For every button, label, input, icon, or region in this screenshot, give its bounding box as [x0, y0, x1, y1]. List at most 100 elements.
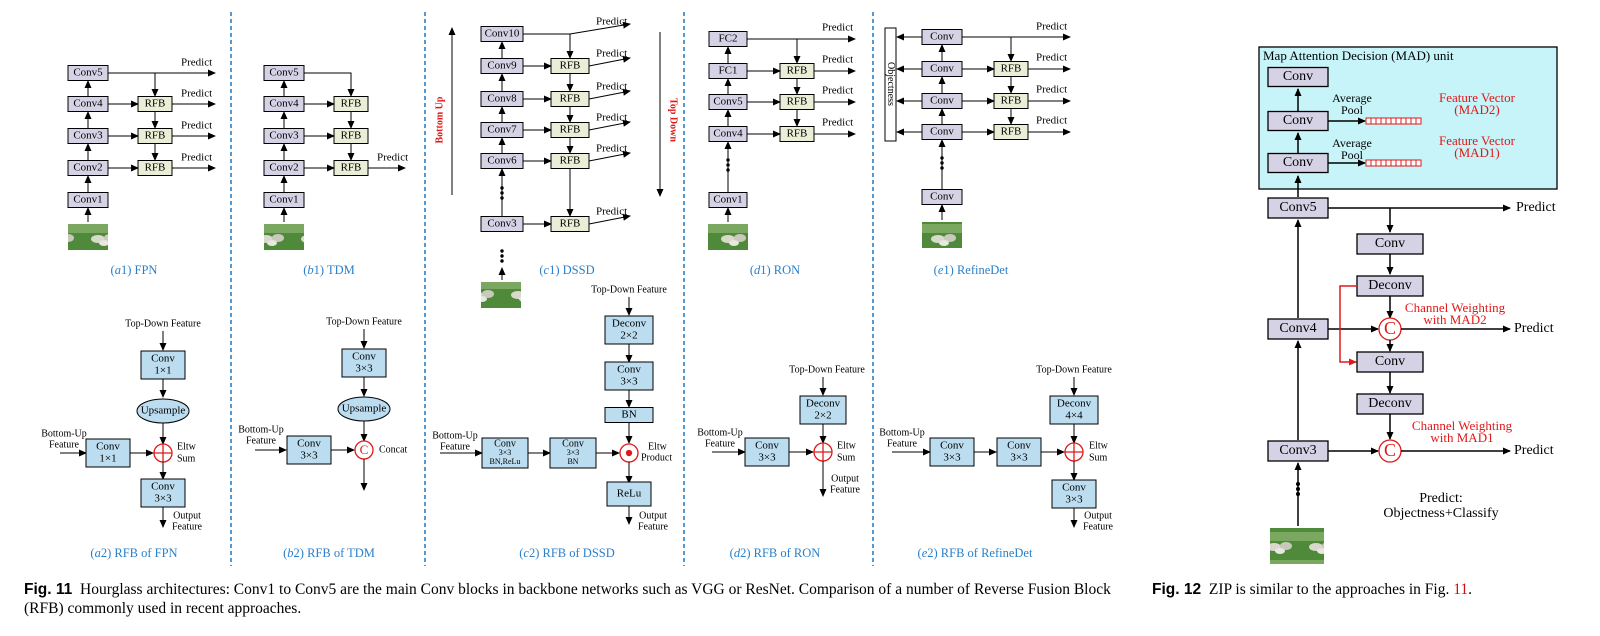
zip-conv5: Conv5	[1267, 197, 1329, 219]
fpn-rfb-conv-top-text-1: Conv	[151, 353, 175, 365]
dssd-rfb-conv: Conv3×3	[604, 361, 654, 391]
tdm-rfb-3-text-1: RFB	[341, 162, 362, 174]
refinedet-rfb-top-down: Top-Down Feature	[1036, 364, 1112, 375]
dssd-caption-part: )	[555, 263, 559, 277]
tdm-conv-3: Conv3	[263, 128, 305, 144]
fpn-rfb-caption-part: 2	[101, 546, 107, 560]
zip-conv4-text-1: Conv4	[1279, 321, 1316, 336]
zip-conv-b: Conv	[1356, 351, 1424, 373]
refinedet-rfb-caption-part: (	[918, 546, 922, 560]
tdm-rfb-conv-left-text-1: Conv	[297, 438, 321, 450]
dssd-rfb-bu-2: Feature	[440, 441, 471, 452]
ron-rfb-1-text-1: RFB	[787, 65, 808, 77]
fpn-predict-3: Predict	[181, 120, 212, 132]
dssd-rfb-out-1: Output	[639, 510, 667, 521]
dssd-conv-6: Conv3	[480, 216, 524, 232]
ron-conv-5: Conv1	[708, 192, 748, 208]
mad-avg-l2-1: Pool	[1341, 148, 1364, 162]
dssd-predict-6: Predict	[596, 206, 627, 218]
dssd-pred-1	[569, 21, 631, 35]
ron-rfb-caption-part: (	[730, 546, 734, 560]
fig12-caption-ref: 11	[1453, 581, 1469, 598]
dssd-conv-6-text-1: Conv3	[487, 218, 517, 230]
fpn-rfb-caption: (a2) RFB of FPN	[90, 546, 177, 560]
ron-conv-4-text-1: Conv4	[713, 128, 743, 140]
ron-rfb-conv-text-1: Conv	[755, 440, 779, 452]
ron-predict-4: Predict	[822, 117, 853, 129]
fpn-rfb-eltw-sum	[153, 443, 173, 463]
fpn-conv-2-text-1: Conv4	[73, 98, 103, 110]
tdm-conv-2: Conv4	[263, 96, 305, 112]
tdm-conv-4: Conv2	[263, 160, 305, 176]
dssd-rfb-out-2: Feature	[638, 521, 669, 532]
refinedet-conv-2-text-1: Conv	[930, 63, 954, 75]
refinedet-rfb-op-1: Eltw	[1089, 440, 1109, 451]
tdm-caption-part: )	[320, 263, 324, 277]
dssd-rfb-4: RFB	[550, 153, 590, 169]
ron-rfb-op-1: Eltw	[837, 440, 857, 451]
zip-conv-a-text-1: Conv	[1375, 236, 1405, 251]
zip-predict-1: Predict	[1516, 200, 1556, 215]
dssd-conv-2: Conv9	[480, 58, 524, 74]
dssd-caption-part: c	[544, 263, 550, 277]
dssd-rfb-bn-text-1: BN	[621, 409, 636, 421]
tdm-caption-part: (	[303, 263, 307, 277]
fpn-conv-5: Conv1	[67, 192, 109, 208]
refinedet-rfb-conv-a: Conv3×3	[929, 437, 975, 467]
dssd-rfb-conv-a-text-2: 3×3	[499, 448, 512, 457]
mad-unit-title: Map Attention Decision (MAD) unit	[1263, 48, 1454, 63]
ron-rfb-bu-2: Feature	[705, 438, 736, 449]
tdm-caption-part: TDM	[324, 263, 355, 277]
ron-conv-3: Conv5	[708, 94, 748, 110]
dssd-rfb-2-text-1: RFB	[560, 93, 581, 105]
tdm-rfb-caption-part: b	[287, 546, 293, 560]
fpn-rfb-top-down: Top-Down Feature	[125, 318, 201, 329]
fig11-caption-text: Hourglass architectures: Conv1 to Conv5 …	[24, 581, 1111, 617]
refinedet-conv-1: Conv	[921, 29, 963, 45]
refinedet-rfb-conv-out-text-1: Conv	[1062, 482, 1086, 494]
fpn-caption-part: FPN	[131, 263, 157, 277]
zip-conv3-text-1: Conv3	[1279, 443, 1316, 458]
dssd-pred-3	[588, 88, 631, 100]
refinedet-rfb-conv-out-text-2: 3×3	[1065, 494, 1083, 506]
fpn-rfb-out-2: Feature	[172, 521, 203, 532]
tdm-rfb-conv-left: Conv3×3	[286, 435, 332, 465]
dssd-predict-5: Predict	[596, 143, 627, 155]
refinedet-td-1	[962, 36, 1015, 62]
zip-cw-symbol-2: C	[1384, 318, 1396, 338]
mad-avg-l1-1: Average	[1332, 136, 1372, 150]
ron-predict-2: Predict	[822, 54, 853, 66]
fpn-rfb-3: RFB	[137, 160, 173, 176]
dssd-rfb-4-text-1: RFB	[560, 155, 581, 167]
refinedet-caption: (e1) RefineDet	[934, 263, 1009, 277]
refinedet-rfb-caption-part: RFB of RefineDet	[938, 546, 1033, 560]
refinedet-rfb-1-text-1: RFB	[1001, 63, 1022, 75]
dssd-conv-4-text-1: Conv7	[487, 124, 517, 136]
mad-conv-mid-text-1: Conv	[1283, 113, 1313, 128]
ron-conv-2: FC1	[708, 63, 748, 79]
dssd-rfb-5-text-1: RFB	[560, 218, 581, 230]
fpn-rfb-caption-part: )	[107, 546, 111, 560]
dssd-conv-4: Conv7	[480, 122, 524, 138]
refinedet-rfb-2: RFB	[993, 93, 1029, 109]
dssd-rfb-relu-text-1: ReLu	[617, 488, 642, 500]
fpn-caption-part: )	[127, 263, 131, 277]
dssd-rfb-caption-part: RFB of DSSD	[539, 546, 614, 560]
mad-feature-vector-2	[1365, 117, 1422, 125]
fpn-rfb-conv-left-text-1: Conv	[96, 441, 120, 453]
refinedet-predict-2: Predict	[1036, 52, 1067, 64]
fpn-rfb-bu-2: Feature	[49, 439, 80, 450]
tdm-rfb-caption: (b2) RFB of TDM	[283, 546, 375, 560]
tdm-rfb-caption-part: 2	[294, 546, 300, 560]
mad-fv-mad1: (MAD1)	[1454, 145, 1500, 160]
zip-predict-3: Predict	[1514, 443, 1554, 458]
refinedet-conv-4: Conv	[921, 124, 963, 140]
ron-rfb-caption: (d2) RFB of RON	[730, 546, 821, 560]
dssd-pred-6	[588, 213, 631, 225]
refinedet-conv-2: Conv	[921, 61, 963, 77]
dssd-rfb-deconv-text-1: Deconv	[612, 318, 647, 330]
dssd-bottom-up-label: Bottom Up	[434, 96, 445, 143]
refinedet-rfb-2-text-1: RFB	[1001, 95, 1022, 107]
ron-rfb-2-text-1: RFB	[787, 96, 808, 108]
dssd-td-1	[523, 33, 574, 59]
